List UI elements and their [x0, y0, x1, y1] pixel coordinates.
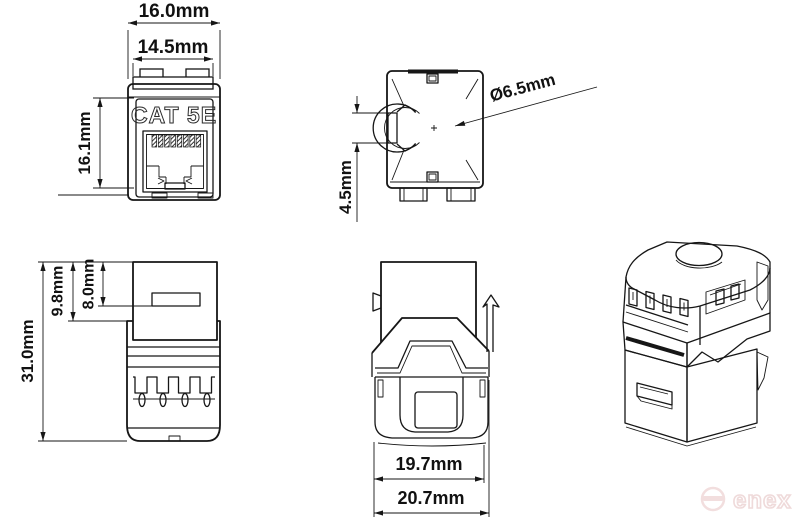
idc-teeth-isometric	[625, 283, 740, 333]
dim-label-slot-offset: 8.0mm	[81, 259, 98, 310]
side-view: 31.0mm 9.8mm 8.0mm	[18, 259, 221, 442]
dim-label-width-outer: 16.0mm	[139, 1, 210, 22]
cable-hole	[372, 78, 479, 181]
cable-hole-isometric	[675, 241, 723, 267]
idc-contacts	[138, 392, 211, 408]
enex-brand-text: enex	[733, 487, 792, 514]
dim-label-body-width: 19.7mm	[395, 454, 462, 474]
dim-label-overall-width: 20.7mm	[397, 488, 464, 508]
rj45-socket	[142, 130, 208, 193]
dim-label-slot-height: 4.5mm	[336, 160, 355, 214]
dim-label-cap-height: 9.8mm	[50, 266, 67, 317]
rj45-contacts	[151, 134, 202, 148]
dim-label-width-tab: 14.5mm	[138, 37, 209, 58]
enex-logo-icon	[700, 486, 726, 512]
rear-view: 19.7mm 20.7mm	[371, 261, 500, 517]
isometric-view	[622, 241, 771, 447]
enex-watermark: enex	[700, 486, 792, 515]
plan-view: 4.5mm Ø6.5mm	[336, 69, 598, 222]
cat5e-label: CAT 5E	[131, 102, 217, 128]
dim-label-total-height: 31.0mm	[18, 319, 37, 382]
dim-label-height-front: 16.1mm	[75, 111, 94, 174]
dim-label-hole-diameter: Ø6.5mm	[488, 70, 558, 106]
front-view: 16.0mm 14.5mm 16.1mm CAT 5E	[58, 1, 221, 201]
